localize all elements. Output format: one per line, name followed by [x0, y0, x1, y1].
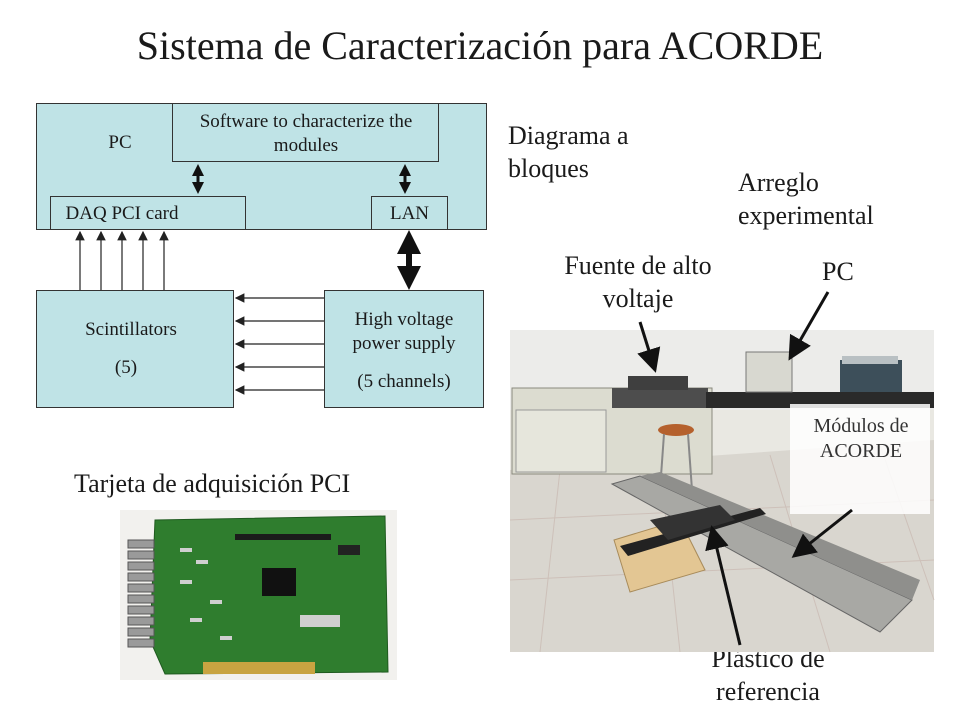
lan-label: LAN	[389, 203, 430, 224]
modules-label: Módulos de ACORDE	[813, 415, 909, 462]
diagram-label: Diagrama a bloques	[508, 121, 629, 183]
hv-supply-label: High voltage power supply	[352, 309, 456, 354]
hv-channels-label: (5 channels)	[357, 371, 451, 392]
hv-source-label: Fuente de alto voltaje	[564, 251, 712, 313]
setup-label: Arreglo experimental	[738, 168, 874, 230]
lan-block	[371, 196, 448, 230]
daq-label: DAQ PCI card	[65, 203, 179, 224]
scintillators-block	[36, 290, 234, 408]
pci-card-label: Tarjeta de adquisición PCI	[74, 469, 351, 498]
daq-block	[50, 196, 246, 230]
software-label: Software to characterize the modules	[199, 111, 413, 156]
pc-label: PC	[108, 132, 132, 153]
pc-pointer	[788, 291, 830, 361]
modules-label-backdrop	[790, 404, 930, 514]
page-title: Sistema de Caracterización para ACORDE	[136, 23, 824, 68]
modules-pointer	[791, 508, 853, 558]
scintillators-label: Scintillators	[85, 319, 177, 340]
hv-supply-block	[324, 290, 484, 408]
software-block	[172, 103, 439, 162]
plastic-pointer	[705, 525, 742, 646]
hv-source-pointer	[637, 321, 661, 373]
scintillators-count: (5)	[114, 357, 138, 378]
pc-photo-label: PC	[822, 257, 854, 286]
